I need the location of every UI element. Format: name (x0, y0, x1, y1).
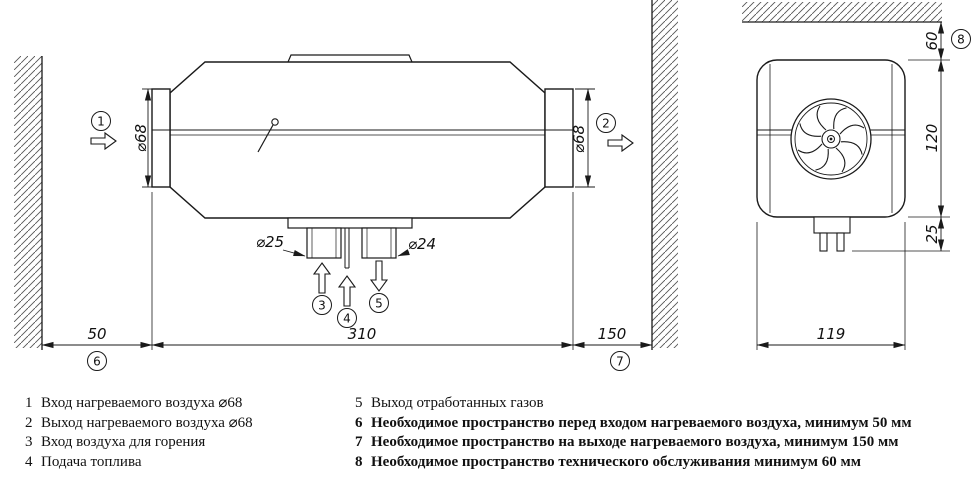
legend-item-1: 1 Вход нагреваемого воздуха ⌀68 (25, 394, 355, 414)
callout-3-number: 3 (318, 299, 326, 313)
left-end-cap (151, 88, 171, 188)
legend-item-2-text: Выход нагреваемого воздуха ⌀68 (41, 414, 253, 431)
combustion-air-pipe (306, 227, 342, 259)
dim-label-body-length: 310 (348, 325, 377, 343)
mounting-bracket (813, 216, 851, 252)
dim-rear-clearance: 150 (572, 325, 653, 349)
dim-label-inlet-diameter: ⌀68 (132, 124, 150, 152)
fuel-line (344, 228, 350, 269)
sensor-wire (257, 118, 279, 153)
legend-item-8: 8 Необходимое пространство технического … (355, 453, 912, 473)
callout-6: 6 (87, 351, 107, 371)
dim-label-exhaust-pipe: ⌀24 (408, 235, 436, 253)
dim-top-clearance: 60 (908, 21, 950, 61)
right-wall-hatch (651, 0, 678, 350)
legend-item-7: 7 Необходимое пространство на выходе наг… (355, 433, 912, 453)
dim-front-clearance: 50 (41, 325, 153, 349)
left-wall-hatch (14, 56, 43, 350)
exhaust-gas-arrow-icon (370, 260, 388, 292)
legend-column-right: 5 Выход отработанных газов 6 Необходимое… (355, 394, 912, 472)
callout-6-number: 6 (93, 355, 101, 369)
dim-exhaust-pipe-diameter: ⌀24 (397, 235, 436, 257)
exhaust-pipe (361, 227, 397, 259)
legend-item-4-text: Подача топлива (41, 453, 142, 470)
dim-label-front-clearance: 50 (87, 325, 106, 343)
legend-item-3-number: 3 (25, 434, 33, 450)
mounting-plate (287, 217, 413, 229)
callout-2: 2 (596, 113, 616, 133)
callout-3: 3 (312, 295, 332, 315)
callout-8: 8 (951, 29, 971, 49)
heated-air-out-arrow-icon (607, 134, 634, 152)
dim-body-length: 310 (151, 325, 574, 349)
dim-label-combustion-pipe: ⌀25 (256, 233, 284, 251)
legend-item-4-number: 4 (25, 453, 33, 470)
dim-combustion-pipe-diameter: ⌀25 (256, 233, 306, 257)
right-end-cap (544, 88, 574, 188)
legend-item-2-number: 2 (25, 414, 33, 431)
callout-1: 1 (91, 111, 111, 131)
callout-4-number: 4 (343, 312, 351, 326)
legend-item-3: 3 Вход воздуха для горения (25, 433, 355, 453)
heater-body (169, 61, 546, 219)
legend-item-5-text: Выход отработанных газов (371, 395, 544, 411)
callout-4: 4 (337, 308, 357, 328)
dim-outlet-diameter: ⌀68 (570, 88, 595, 188)
legend-item-5-number: 5 (355, 395, 363, 411)
fan (790, 98, 872, 180)
dim-label-bracket-height: 25 (923, 224, 941, 243)
combustion-air-arrow-icon (313, 262, 331, 294)
technical-drawing: ⌀68 ⌀68 ⌀25 ⌀24 1 2 3 4 5 (14, 0, 971, 371)
callout-7: 7 (610, 351, 630, 371)
legend-item-3-text: Вход воздуха для горения (41, 434, 206, 450)
heated-air-in-arrow-icon (90, 132, 117, 150)
callout-5: 5 (369, 293, 389, 313)
dim-label-body-width: 119 (817, 325, 846, 343)
legend-item-8-number: 8 (355, 453, 363, 470)
legend: 1 Вход нагреваемого воздуха ⌀68 2 Выход … (25, 394, 912, 472)
dim-body-width: 119 (756, 222, 906, 350)
legend-item-6: 6 Необходимое пространство перед входом … (355, 414, 912, 434)
legend-item-8-text: Необходимое пространство технического об… (371, 453, 861, 470)
top-flange (287, 54, 413, 63)
heater-side-view (151, 54, 574, 269)
callout-5-number: 5 (375, 297, 383, 311)
dim-label-outlet-diameter: ⌀68 (570, 125, 588, 153)
dim-body-height: 120 (908, 59, 950, 218)
bottom-extension-lines (151, 192, 574, 350)
legend-item-1-text: Вход нагреваемого воздуха ⌀68 (41, 395, 243, 411)
dim-bracket-height: 25 (852, 216, 950, 252)
legend-item-6-number: 6 (355, 414, 363, 431)
callout-7-number: 7 (616, 355, 624, 369)
heater-front-view (756, 59, 906, 252)
callout-8-number: 8 (957, 33, 965, 47)
ceiling-hatch (742, 2, 942, 23)
legend-item-4: 4 Подача топлива (25, 453, 355, 473)
callout-2-number: 2 (602, 117, 610, 131)
dim-label-top-clearance: 60 (923, 31, 941, 50)
dim-label-rear-clearance: 150 (598, 325, 627, 343)
callout-1-number: 1 (97, 115, 105, 129)
legend-item-7-number: 7 (355, 434, 363, 450)
legend-item-5: 5 Выход отработанных газов (355, 394, 912, 414)
dim-inlet-diameter: ⌀68 (132, 88, 154, 188)
legend-item-6-text: Необходимое пространство перед входом на… (371, 414, 912, 431)
fuel-supply-arrow-icon (338, 275, 356, 307)
legend-item-7-text: Необходимое пространство на выходе нагре… (371, 434, 899, 450)
legend-column-left: 1 Вход нагреваемого воздуха ⌀68 2 Выход … (25, 394, 355, 472)
dim-label-body-height: 120 (923, 124, 941, 153)
legend-item-1-number: 1 (25, 395, 33, 411)
legend-item-2: 2 Выход нагреваемого воздуха ⌀68 (25, 414, 355, 434)
